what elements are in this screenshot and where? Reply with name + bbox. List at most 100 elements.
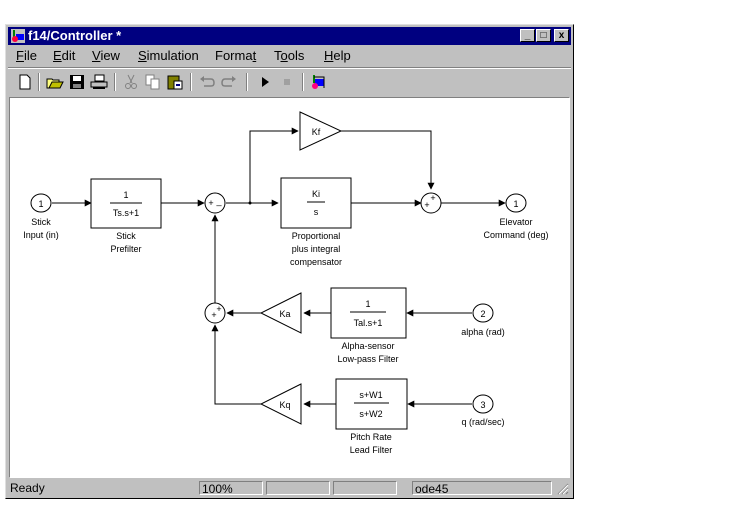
menu-help[interactable]: Help [324, 48, 351, 63]
pi-label: Proportional [292, 231, 341, 241]
open-icon[interactable] [46, 73, 64, 91]
copy-icon[interactable] [144, 73, 162, 91]
inport-2-block[interactable]: 2 alpha (rad) [461, 303, 505, 337]
signal-error-to-kf [249, 127, 299, 203]
close-button[interactable]: x [554, 29, 569, 42]
sum-sign: + [430, 193, 435, 203]
sum-error-block[interactable]: + _ [204, 192, 226, 214]
menu-separator [8, 67, 571, 69]
lead-filter-label: Lead Filter [350, 445, 393, 455]
minimize-icon: _ [524, 30, 531, 41]
menu-tools[interactable]: Tools [274, 48, 305, 63]
minimize-button[interactable]: _ [520, 29, 535, 42]
pi-numerator: Ki [312, 189, 320, 199]
sum-sign: _ [215, 196, 222, 206]
signal-kf-to-sum [341, 130, 435, 190]
kq-label: Kq [279, 400, 290, 410]
inport-2-number: 2 [480, 309, 485, 319]
print-icon[interactable] [90, 73, 108, 91]
alpha-filter-denominator: Tal.s+1 [354, 318, 383, 328]
maximize-icon: □ [540, 30, 547, 41]
ka-label: Ka [279, 309, 290, 319]
resize-grip-icon[interactable] [557, 483, 569, 495]
inport-3-label: q (rad/sec) [461, 417, 504, 427]
toolbar-separator [302, 73, 304, 91]
library-browser-icon[interactable] [310, 73, 328, 91]
kf-gain-block[interactable]: Kf [299, 111, 343, 151]
toolbar-separator [38, 73, 40, 91]
block-diagram: 1 Stick Input (in) 1 Ts.s+1 Stick Prefil… [23, 111, 549, 455]
simulink-window: f14/Controller * _ □ x File Edit View Si… [5, 24, 574, 499]
inport-1-label: Stick [31, 217, 51, 227]
status-text: Ready [10, 481, 45, 495]
inport-2-label: alpha (rad) [461, 327, 505, 337]
status-zoom: 100% [199, 481, 263, 496]
alpha-sensor-filter-block[interactable]: 1 Tal.s+1 Alpha-sensor Low-pass Filter [330, 287, 407, 364]
status-solver: ode45 [412, 481, 552, 496]
alpha-filter-label: Alpha-sensor [341, 341, 394, 351]
prefilter-denominator: Ts.s+1 [113, 208, 139, 218]
outport-1-label: Elevator [499, 217, 532, 227]
prefilter-label: Stick [116, 231, 136, 241]
lead-filter-numerator: s+W1 [359, 390, 382, 400]
outport-1-label: Command (deg) [483, 230, 548, 240]
signal-kq-to-sum [211, 324, 261, 405]
branch-point [248, 201, 252, 205]
window-title: f14/Controller * [28, 28, 122, 43]
pitch-rate-lead-filter-block[interactable]: s+W1 s+W2 Pitch Rate Lead Filter [335, 378, 408, 455]
redo-icon[interactable] [220, 73, 238, 91]
outport-1-number: 1 [513, 199, 518, 209]
inport-1-block[interactable]: 1 Stick Input (in) [23, 193, 59, 240]
pi-label: plus integral [292, 244, 341, 254]
menu-file[interactable]: File [16, 48, 37, 63]
kf-label: Kf [312, 127, 321, 137]
status-field [266, 481, 330, 495]
new-icon[interactable] [16, 73, 34, 91]
menu-bar: File Edit View Simulation Format Tools H… [8, 46, 571, 66]
prefilter-numerator: 1 [123, 190, 128, 200]
ka-gain-block[interactable]: Ka [259, 292, 302, 334]
stick-prefilter-block[interactable]: 1 Ts.s+1 Stick Prefilter [90, 178, 162, 254]
signal-lines [52, 127, 506, 408]
prefilter-label: Prefilter [110, 244, 141, 254]
simulink-app-icon [11, 29, 25, 43]
menu-format[interactable]: Format [215, 48, 257, 63]
toolbar-separator [114, 73, 116, 91]
sum-output-block[interactable]: + + [420, 192, 442, 214]
paste-icon[interactable] [166, 73, 184, 91]
pi-denominator: s [314, 207, 319, 217]
menu-simulation[interactable]: Simulation [138, 48, 199, 63]
pi-compensator-block[interactable]: Ki s Proportional plus integral compensa… [280, 177, 352, 267]
status-field [333, 481, 397, 495]
toolbar [8, 70, 571, 94]
inport-3-number: 3 [480, 400, 485, 410]
inport-1-label: Input (in) [23, 230, 59, 240]
alpha-filter-numerator: 1 [365, 299, 370, 309]
toolbar-separator [190, 73, 192, 91]
sum-sign: + [208, 198, 213, 208]
toolbar-separator [246, 73, 248, 91]
inport-3-block[interactable]: 3 q (rad/sec) [461, 394, 505, 427]
start-simulation-icon[interactable] [256, 73, 274, 91]
outport-1-block[interactable]: 1 Elevator Command (deg) [483, 193, 549, 240]
title-bar[interactable]: f14/Controller * _ □ x [8, 27, 571, 45]
alpha-filter-label: Low-pass Filter [337, 354, 398, 364]
menu-view[interactable]: View [92, 48, 120, 63]
close-icon: x [558, 30, 565, 41]
undo-icon[interactable] [198, 73, 216, 91]
kq-gain-block[interactable]: Kq [259, 383, 302, 425]
status-bar: Ready 100% ode45 [8, 480, 571, 497]
menu-edit[interactable]: Edit [53, 48, 76, 63]
inport-1-number: 1 [38, 199, 43, 209]
lead-filter-denominator: s+W2 [359, 409, 382, 419]
lead-filter-label: Pitch Rate [350, 432, 392, 442]
model-canvas[interactable]: 1 Stick Input (in) 1 Ts.s+1 Stick Prefil… [9, 97, 570, 478]
cut-icon[interactable] [122, 73, 140, 91]
sum-sign: + [211, 310, 216, 320]
sum-feedback-block[interactable]: + + [204, 302, 226, 324]
sum-sign: + [216, 304, 221, 314]
save-icon[interactable] [68, 73, 86, 91]
maximize-button[interactable]: □ [536, 29, 551, 42]
stop-simulation-icon[interactable] [278, 73, 296, 91]
sum-sign: + [424, 200, 429, 210]
